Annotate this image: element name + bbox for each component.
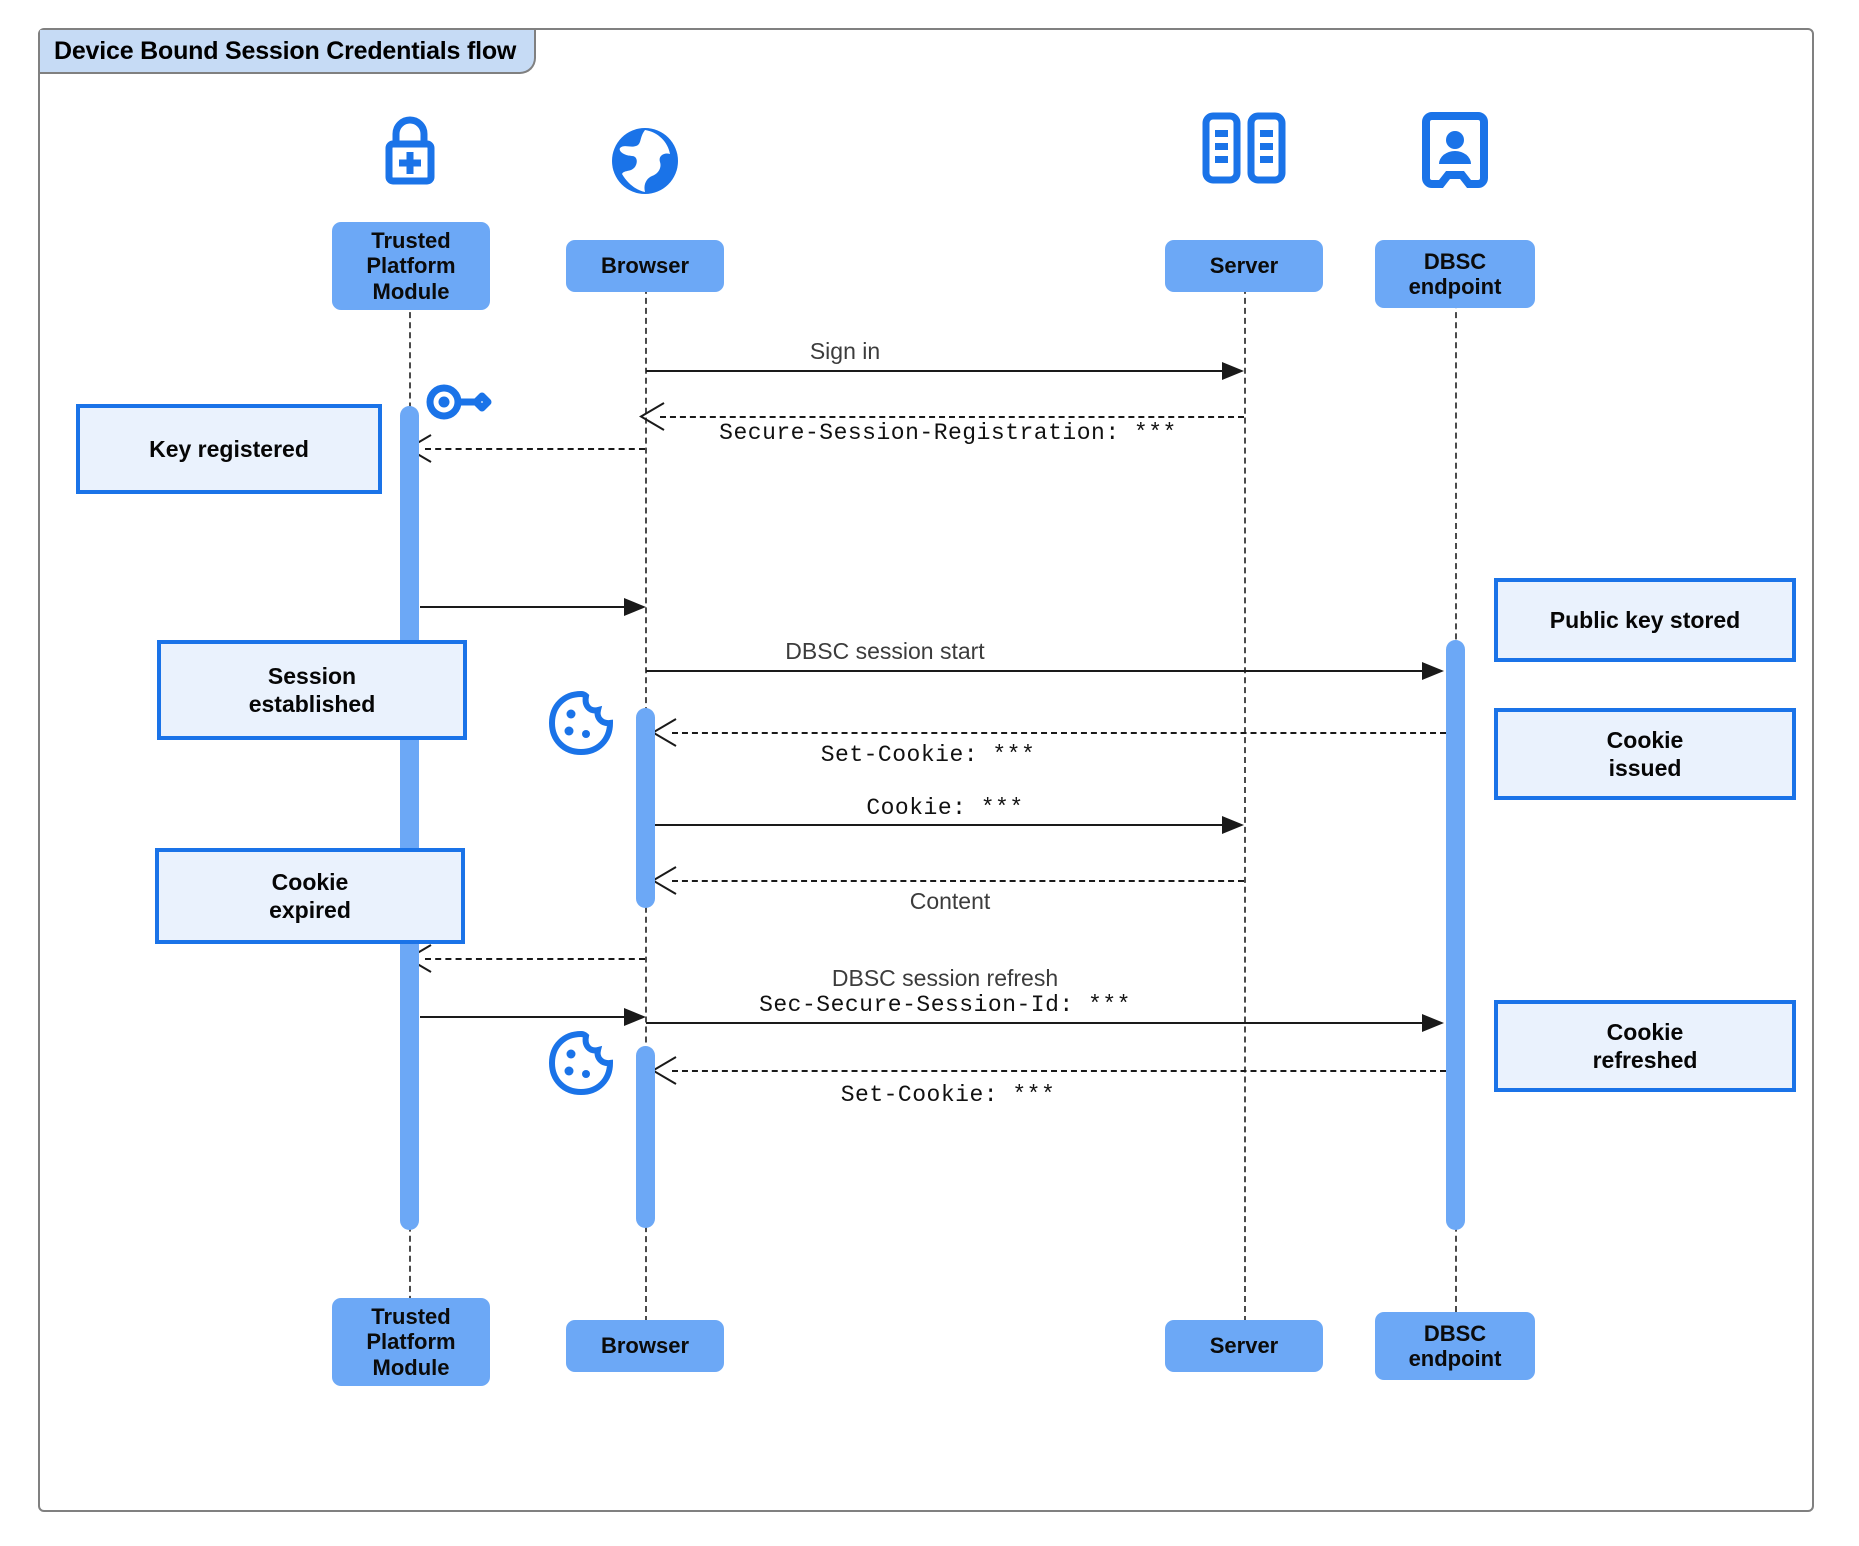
participant-dbsc-top[interactable]: DBSC endpoint xyxy=(1375,240,1535,308)
activation-bar-browser-2 xyxy=(636,1046,655,1228)
note-session-established-line2: established xyxy=(248,691,376,717)
note-cookie-expired: Cookie expired xyxy=(155,848,465,944)
message-arrowhead-dbsc-session-start xyxy=(1422,660,1446,687)
message-line-set-cookie-2 xyxy=(672,1070,1446,1072)
participant-tpm-top[interactable]: Trusted Platform Module xyxy=(332,222,490,310)
note-cookie-refreshed: Cookie refreshed xyxy=(1494,1000,1796,1092)
activation-bar-dbsc xyxy=(1446,640,1465,1230)
note-key-registered: Key registered xyxy=(76,404,382,494)
note-public-key-stored-text: Public key stored xyxy=(1549,606,1741,633)
note-cookie-refreshed-line2: refreshed xyxy=(1592,1047,1698,1073)
message-line-dbsc-session-start xyxy=(646,670,1428,672)
lifeline-server xyxy=(1244,248,1246,1322)
message-label-set-cookie-2: Set-Cookie: *** xyxy=(840,1082,1056,1108)
participant-tpm-label-line3: Module xyxy=(372,278,450,304)
participant-server-bottom-label: Server xyxy=(1209,1333,1279,1359)
message-label-dbsc-session-refresh-line1: DBSC session refresh xyxy=(831,965,1059,991)
participant-server-label: Server xyxy=(1209,253,1279,279)
message-label-cookie: Cookie: *** xyxy=(866,795,1024,821)
participant-tpm-bottom[interactable]: Trusted Platform Module xyxy=(332,1298,490,1386)
participant-browser-bottom[interactable]: Browser xyxy=(566,1320,724,1372)
participant-tpm-bottom-label-line1: Trusted xyxy=(371,1304,451,1330)
message-arrowhead-sign-in xyxy=(1222,360,1246,387)
participant-server-top[interactable]: Server xyxy=(1165,240,1323,292)
diagram-frame xyxy=(38,28,1814,1512)
participant-tpm-bottom-label-line3: Module xyxy=(372,1354,450,1380)
message-label-dbsc-session-refresh: DBSC session refresh Sec-Secure-Session-… xyxy=(625,965,1265,1018)
note-cookie-expired-line2: expired xyxy=(269,897,351,923)
participant-browser-top[interactable]: Browser xyxy=(566,240,724,292)
note-cookie-issued-line1: Cookie xyxy=(1606,726,1684,753)
message-label-secure-session-registration: Secure-Session-Registration: *** xyxy=(719,420,1177,446)
message-arrowhead-cookie xyxy=(1222,814,1246,841)
message-label-content: Content xyxy=(909,888,991,914)
participant-dbsc-label-line1: DBSC xyxy=(1423,248,1487,274)
message-label-dbsc-session-refresh-line2: Sec-Secure-Session-Id: *** xyxy=(759,992,1131,1018)
message-line-registration-to-tpm xyxy=(425,448,645,450)
message-line-secure-session-registration xyxy=(660,416,1244,418)
activation-bar-tpm xyxy=(400,406,419,1230)
message-line-dbsc-session-refresh xyxy=(646,1022,1428,1024)
message-label-set-cookie-1: Set-Cookie: *** xyxy=(820,742,1036,768)
note-session-established-line1: Session xyxy=(267,662,357,689)
key-icon xyxy=(424,378,494,426)
message-line-tpm-to-browser-2 xyxy=(420,1016,636,1018)
message-line-sign-in xyxy=(646,370,1236,372)
message-arrowhead-secure-session-registration xyxy=(638,402,666,437)
participant-browser-bottom-label: Browser xyxy=(600,1333,690,1359)
message-arrowhead-tpm-to-browser-2 xyxy=(624,1006,648,1033)
server-rack-icon xyxy=(1198,110,1290,186)
note-key-registered-text: Key registered xyxy=(149,435,309,462)
cookie-icon-1 xyxy=(548,690,614,756)
note-cookie-issued-line2: issued xyxy=(1608,755,1682,781)
cookie-icon-2 xyxy=(548,1030,614,1096)
participant-dbsc-bottom-label-line2: endpoint xyxy=(1408,1346,1502,1371)
activation-bar-browser-1 xyxy=(636,708,655,908)
diagram-title: Device Bound Session Credentials flow xyxy=(40,30,537,74)
message-arrowhead-dbsc-session-refresh xyxy=(1422,1012,1446,1039)
participant-dbsc-bottom-label-line1: DBSC xyxy=(1423,1320,1487,1346)
participant-server-bottom[interactable]: Server xyxy=(1165,1320,1323,1372)
lock-plus-icon xyxy=(372,110,448,186)
participant-dbsc-bottom[interactable]: DBSC endpoint xyxy=(1375,1312,1535,1380)
participant-tpm-bottom-label-line2: Platform xyxy=(366,1329,456,1355)
message-label-dbsc-session-start: DBSC session start xyxy=(785,638,985,664)
id-badge-icon xyxy=(1422,110,1488,190)
globe-icon xyxy=(606,122,684,200)
message-arrowhead-tpm-to-browser xyxy=(624,596,648,623)
message-label-sign-in: Sign in xyxy=(809,338,881,364)
message-line-content xyxy=(672,880,1244,882)
participant-dbsc-label-line2: endpoint xyxy=(1408,274,1502,299)
participant-tpm-label-line1: Trusted xyxy=(371,228,451,254)
note-public-key-stored: Public key stored xyxy=(1494,578,1796,662)
note-cookie-refreshed-line1: Cookie xyxy=(1606,1018,1684,1045)
message-line-cookie xyxy=(655,824,1236,826)
participant-browser-label: Browser xyxy=(600,253,690,279)
message-line-browser-to-tpm xyxy=(425,958,645,960)
message-line-tpm-to-browser xyxy=(420,606,636,608)
note-cookie-expired-line1: Cookie xyxy=(271,868,349,895)
note-session-established: Session established xyxy=(157,640,467,740)
message-line-set-cookie-1 xyxy=(672,732,1446,734)
note-cookie-issued: Cookie issued xyxy=(1494,708,1796,800)
participant-tpm-label-line2: Platform xyxy=(366,253,456,279)
